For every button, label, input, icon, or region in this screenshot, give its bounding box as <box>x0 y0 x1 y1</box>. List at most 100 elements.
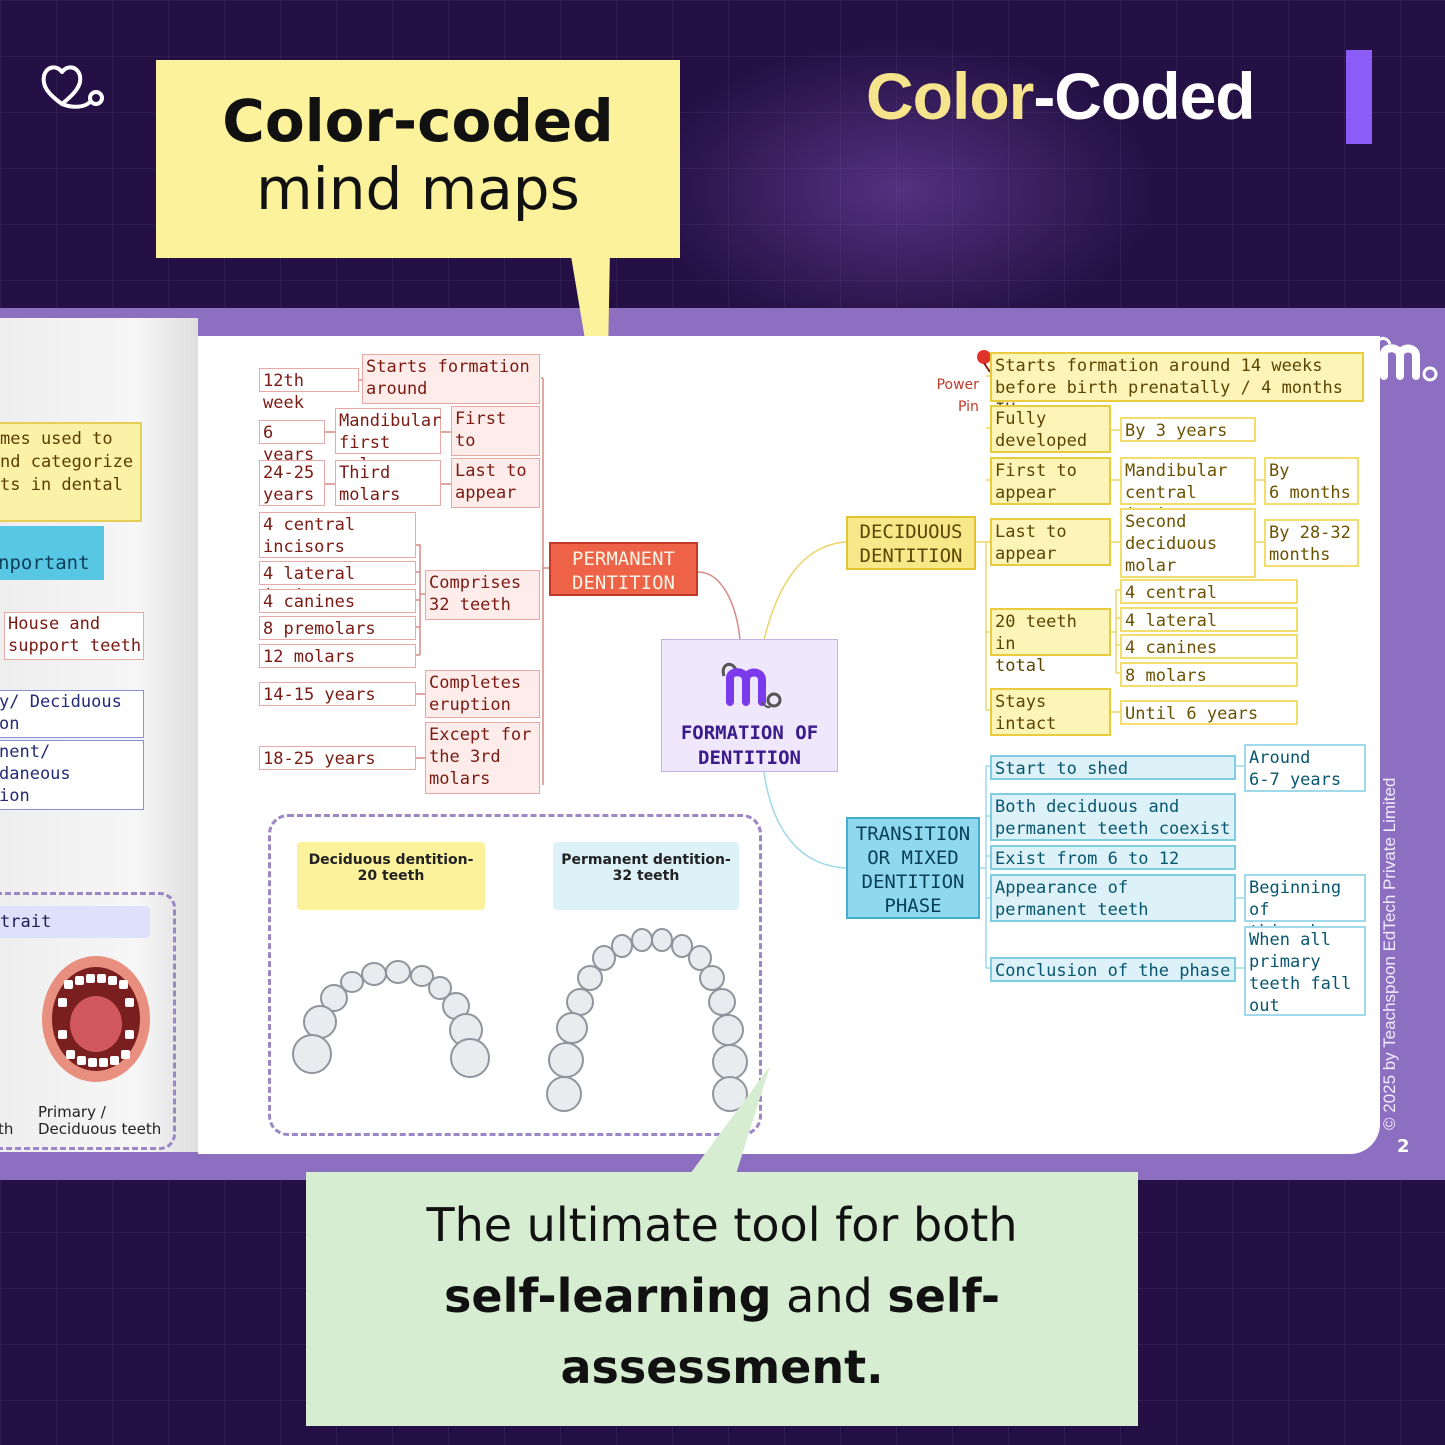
deciduous-label-line2: 20 teeth <box>357 868 425 884</box>
deciduous-hub-line2: DENTITION <box>859 545 963 567</box>
perm-first-age-node: 6 years <box>259 420 325 465</box>
perm-central-incisors-text: 4 central incisors <box>263 515 356 557</box>
teeth-illustration-panel <box>268 814 762 1136</box>
deciduous-dentition-label: Deciduous dentition- 20 teeth <box>297 842 485 910</box>
perm-premolars-node: 8 premolars <box>259 616 416 640</box>
formation-of-dentition-center-node: FORMATION OF DENTITION <box>661 639 838 772</box>
trans-conclusion-value-line3: teeth fall <box>1249 974 1352 994</box>
left-trait-text: trait <box>0 912 52 932</box>
perm-last-value-line2: molars <box>339 485 401 505</box>
heart-stethoscope-logo-icon <box>41 65 104 109</box>
dec-molars-node: 8 molars <box>1120 662 1298 687</box>
perm-except-line3: molars <box>429 769 491 789</box>
trans-shed-node: Start to shed <box>990 755 1236 780</box>
left-deciduous-line2: on <box>0 714 20 734</box>
trans-coexist-line2: permanent teeth coexist <box>995 819 1231 839</box>
perm-first-line1: First to <box>455 409 507 451</box>
perm-completes-line2: eruption <box>429 695 511 715</box>
dec-last-value-line3: molar <box>1125 556 1177 576</box>
power-pin-label: Power Pin <box>930 374 979 418</box>
dec-canines-node: 4 canines <box>1120 634 1298 659</box>
callout-bottom-line3: assessment. <box>306 1332 1138 1403</box>
trans-shed-value-line1: Around <box>1249 748 1311 768</box>
callout-top: Color-coded mind maps <box>156 60 680 258</box>
perm-canines-node: 4 canines <box>259 589 416 613</box>
permanent-dentition-hub: PERMANENT DENTITION <box>549 542 698 596</box>
callout-bottom-line2: self-learning and self- <box>306 1261 1138 1332</box>
brand-m-stethoscope-icon <box>721 662 781 709</box>
left-note-yellow: mes used to nd categorize ts in dental <box>0 422 142 522</box>
dec-fully-line1: Fully <box>995 409 1047 429</box>
permanent-dentition-label: Permanent dentition- 32 teeth <box>553 842 739 910</box>
permanent-label-line2: 32 teeth <box>612 868 680 884</box>
perm-except-line2: the 3rd <box>429 747 501 767</box>
callout-bottom-bold3: assessment. <box>560 1340 884 1394</box>
dec-first-age-line2: 6 months <box>1269 483 1351 503</box>
perm-comprises-line1: Comprises <box>429 573 522 593</box>
dec-last-line2: appear <box>995 544 1057 564</box>
copyright-text: © 2025 by Teachspoon EdTech Private Limi… <box>1380 777 1399 1130</box>
dec-total-line2: total <box>995 656 1047 676</box>
dec-last-age-line1: By 28-32 <box>1269 523 1351 543</box>
perm-starts-line2: around <box>366 379 428 399</box>
deciduous-hub-line1: DECIDUOUS <box>859 521 963 543</box>
callout-bottom-bold2: self- <box>887 1269 1000 1323</box>
trans-appearance-value-line1: Beginning of <box>1249 878 1342 920</box>
left-house-line1: House and <box>8 614 101 634</box>
permanent-hub-line1: PERMANENT <box>572 548 675 570</box>
deciduous-dentition-hub: DECIDUOUS DENTITION <box>846 516 976 570</box>
left-caption-fragment: th <box>0 1120 14 1138</box>
trans-conclusion-value-line2: primary <box>1249 952 1321 972</box>
left-permanent-line3: ion <box>0 786 30 806</box>
trans-conclusion-value-line4: out <box>1249 996 1280 1016</box>
perm-completes-age-node: 14-15 years <box>259 682 416 706</box>
dec-fully-line2: developed <box>995 431 1088 451</box>
trans-shed-value-line2: 6-7 years <box>1249 770 1342 790</box>
trans-coexist-line1: Both deciduous and <box>995 797 1180 817</box>
left-permanent-line1: nent/ <box>0 742 51 762</box>
trans-conclusion-node: Conclusion of the phase <box>990 957 1236 982</box>
pushpin-icon <box>977 350 991 373</box>
callout-bottom-bold1: self-learning <box>444 1269 772 1323</box>
permanent-label-line1: Permanent dentition- <box>561 852 731 868</box>
perm-except-age-node: 18-25 years <box>259 746 416 770</box>
left-blue-label: nportant <box>0 526 104 580</box>
perm-completes-line1: Completes <box>429 673 522 693</box>
center-node-line1: FORMATION OF <box>680 722 819 744</box>
page-brand-logo-icon <box>1375 336 1438 382</box>
trans-appearance-line1: Appearance of <box>995 878 1129 898</box>
dec-first-age-line1: By <box>1269 461 1290 481</box>
perm-central-incisors-node: 4 central incisors <box>259 512 416 558</box>
left-page: mes used to nd categorize ts in dental n… <box>0 318 198 1152</box>
permanent-arch-illustration-icon <box>546 928 748 1112</box>
deciduous-arch-illustration-icon <box>292 960 490 1078</box>
dec-lateral-incisors-node: 4 lateral incisors <box>1120 607 1298 653</box>
left-permanent-node: nent/ daneous ion <box>0 740 144 810</box>
trans-appearance-line2: permanent teeth <box>995 900 1149 920</box>
perm-last-value-line1: Third <box>339 463 391 483</box>
perm-first-value-line1: Mandibular <box>339 411 442 431</box>
callout-bottom-pointer <box>690 1066 770 1174</box>
callout-top-line1: Color-coded <box>222 87 614 155</box>
transition-hub-line4: PHASE <box>884 895 942 917</box>
left-note-line3: ts in dental <box>0 475 123 495</box>
dec-last-age-line2: months <box>1269 545 1331 565</box>
left-dashed-panel <box>0 892 176 1150</box>
left-house-node: House and support teeth <box>4 612 144 660</box>
callout-bottom: The ultimate tool for both self-learning… <box>306 1172 1138 1426</box>
dec-last-value-line2: deciduous <box>1125 534 1218 554</box>
